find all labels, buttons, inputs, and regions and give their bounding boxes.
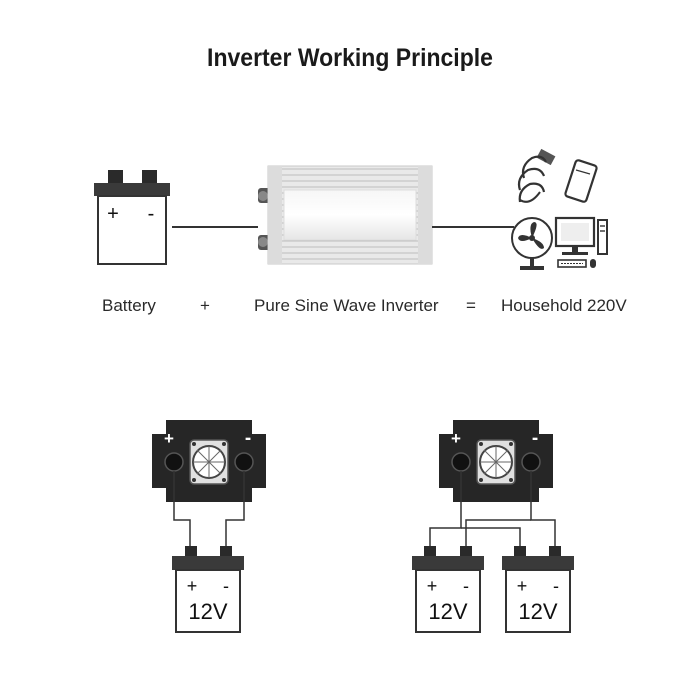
single-battery-wiring: [173, 471, 245, 548]
terminal-plus-label: +: [451, 429, 461, 448]
battery-plus-label: +: [107, 203, 119, 225]
fan-icon: [511, 217, 553, 270]
terminal-minus-label: -: [532, 428, 538, 449]
battery-12v-minus-label: -: [223, 576, 229, 596]
fan-grille-icon: [480, 446, 512, 478]
terminal-plus-label: +: [164, 429, 174, 448]
inverter-icon: [258, 165, 433, 265]
inverter-terminal-panel-left: + -: [152, 420, 266, 502]
cfl-bulb-icon: [517, 148, 556, 203]
parallel-battery-wiring: [429, 471, 556, 548]
battery-12v-parallel-1: + - 12V: [412, 546, 484, 633]
battery-voltage-label: 12V: [428, 599, 467, 624]
battery-12v-minus-label: -: [463, 576, 469, 596]
caption-inverter: Pure Sine Wave Inverter: [254, 296, 439, 315]
desktop-computer-icon: [554, 216, 608, 268]
inverter-terminal-panel-right: + -: [439, 420, 553, 502]
battery-minus-label: -: [148, 203, 155, 225]
smartphone-icon: [564, 159, 598, 203]
battery-12v-single: + - 12V: [172, 546, 244, 633]
battery-12v-parallel-2: + - 12V: [502, 546, 574, 633]
battery-12v-plus-label: +: [517, 576, 528, 596]
battery-12v-minus-label: -: [553, 576, 559, 596]
caption-battery: Battery: [102, 296, 156, 315]
battery-voltage-label: 12V: [188, 599, 227, 624]
terminal-minus-label: -: [245, 428, 251, 449]
battery-icon: + -: [94, 170, 170, 265]
caption-household: Household 220V: [501, 296, 627, 315]
battery-12v-plus-label: +: [427, 576, 438, 596]
battery-voltage-label: 12V: [518, 599, 557, 624]
battery-12v-plus-label: +: [187, 576, 198, 596]
fan-grille-icon: [193, 446, 225, 478]
page-title: Inverter Working Principle: [207, 44, 493, 72]
caption-equals-operator: =: [466, 296, 476, 315]
caption-plus-operator: +: [200, 296, 210, 315]
